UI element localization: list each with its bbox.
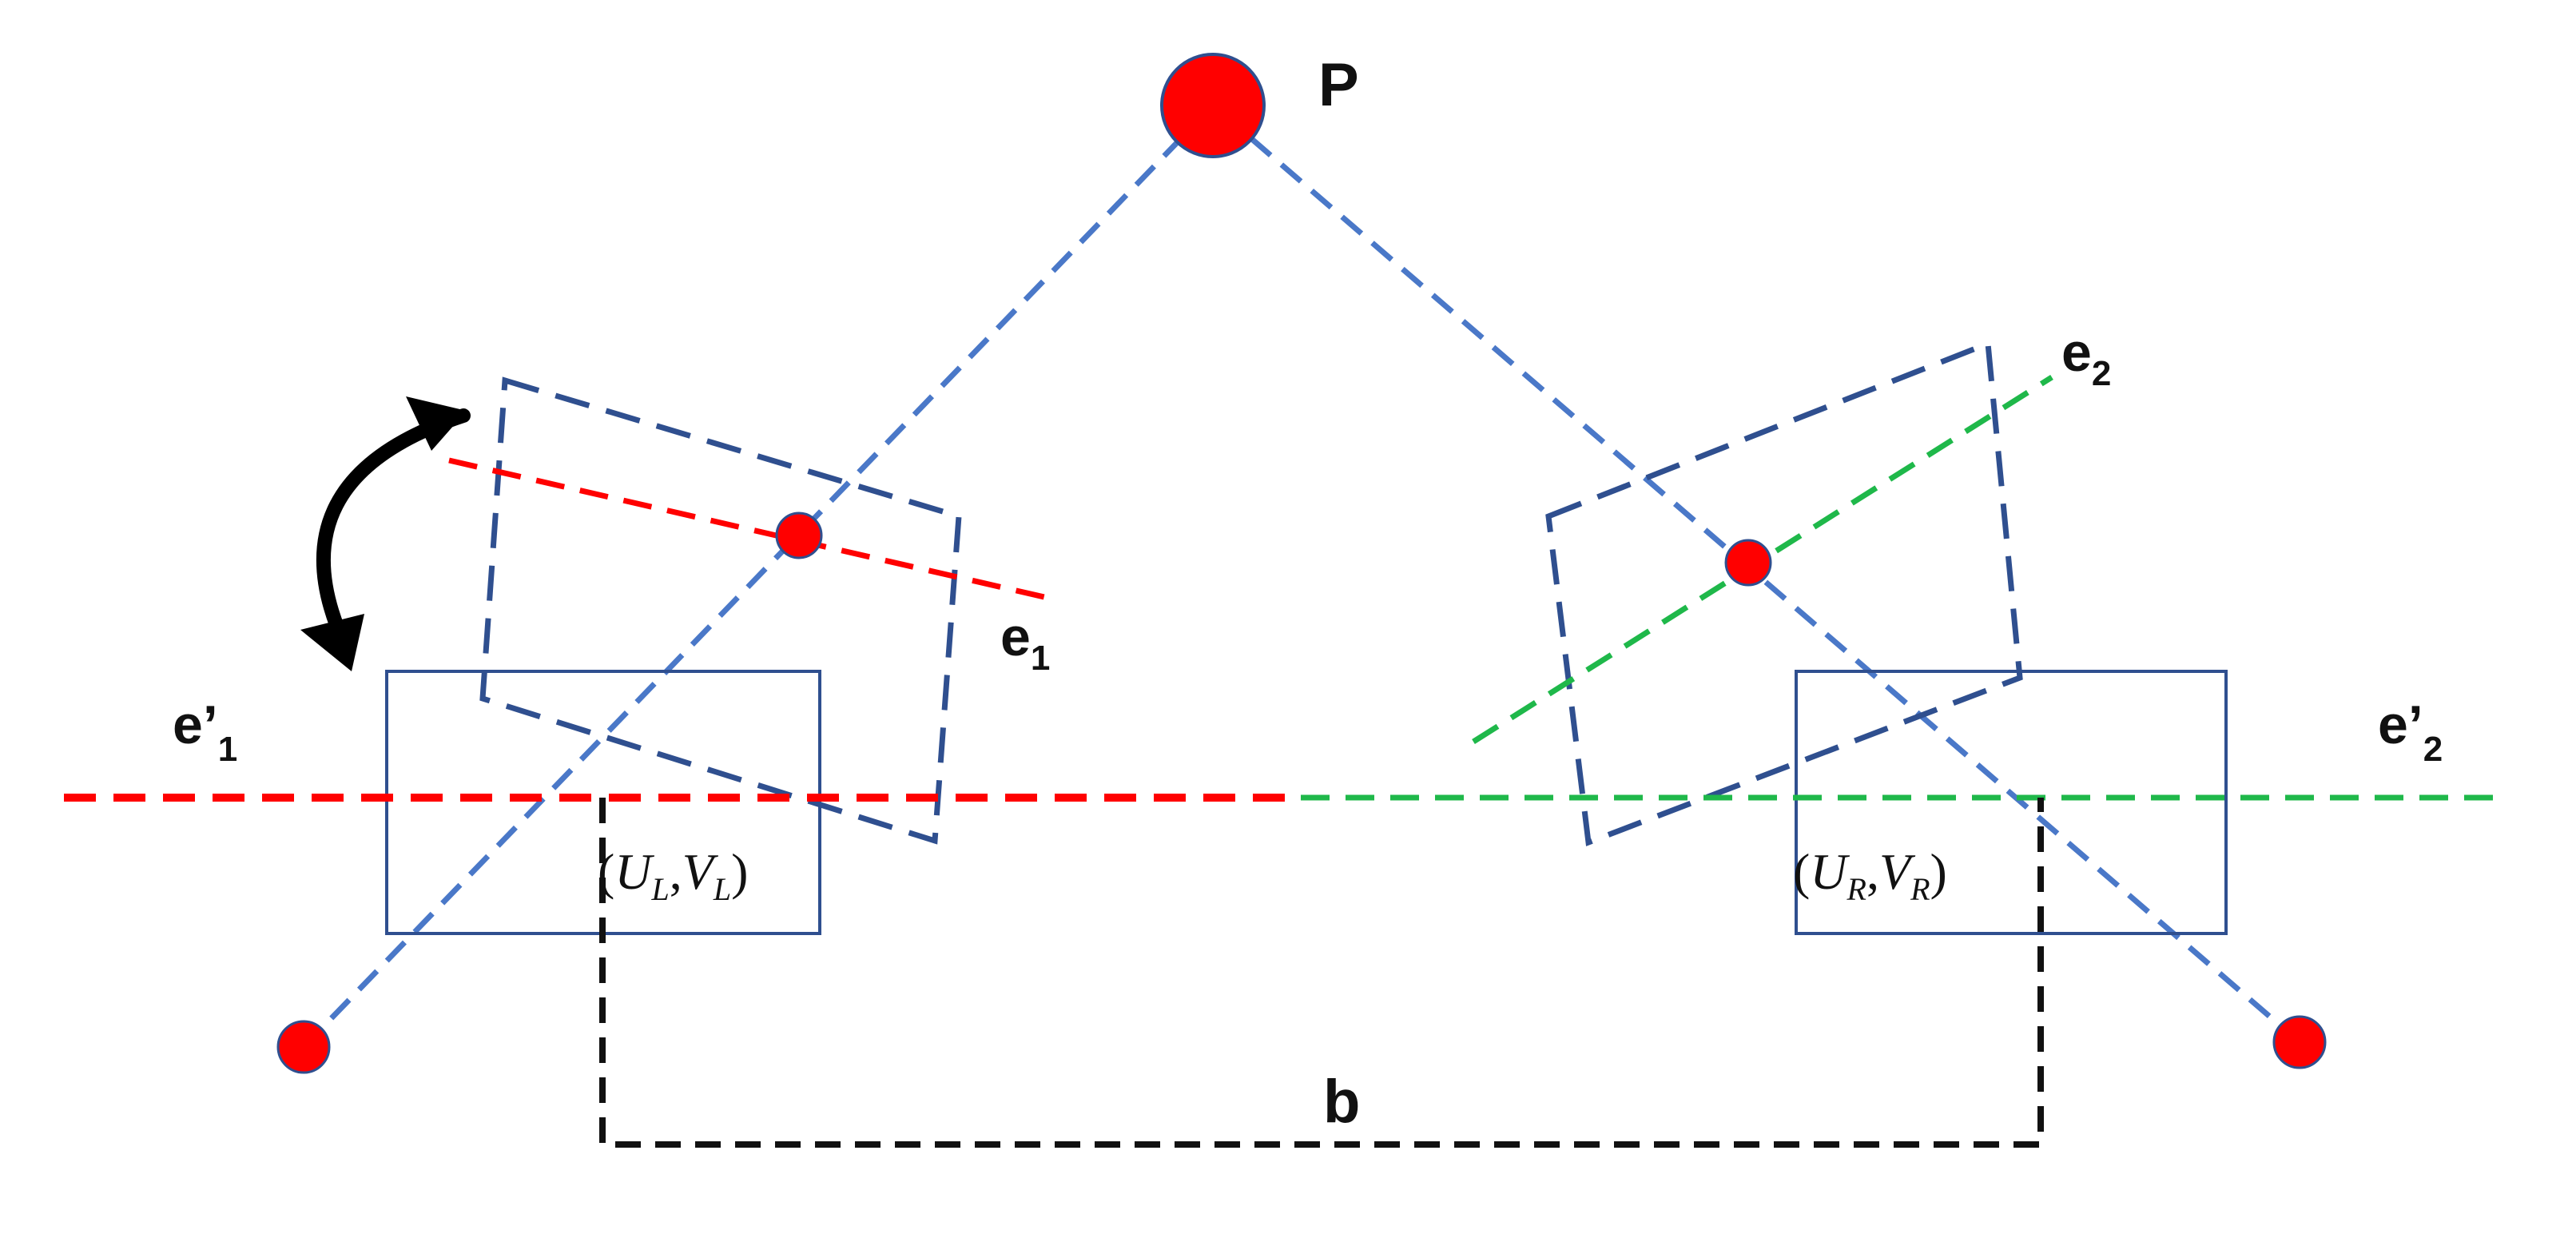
rotation-arrow-icon [300, 396, 471, 671]
baseline-bracket [599, 798, 2044, 1148]
label-coord-right: (UR,VR) [1793, 843, 1947, 907]
left-image-point [775, 512, 823, 559]
left-camera-center [276, 1020, 331, 1074]
right-camera-center [2272, 1015, 2327, 1069]
point-p [1160, 53, 1266, 158]
label-e1: e1 [1000, 607, 1050, 678]
label-baseline: b [1323, 1068, 1360, 1136]
label-e-prime-1: e’1 [173, 695, 237, 769]
right-image-point [1724, 539, 1772, 587]
left-ray [301, 103, 1215, 1049]
label-e-prime-2: e’2 [2378, 695, 2443, 769]
epipolar-line-e1 [448, 457, 1055, 603]
right-camera-plane [1545, 340, 2023, 846]
label-e2: e2 [2061, 322, 2111, 393]
label-p: P [1318, 51, 1359, 119]
left-camera-plane [479, 376, 962, 845]
right-image-plane [1795, 670, 2228, 935]
label-coord-left: (UL,VL) [598, 843, 748, 907]
